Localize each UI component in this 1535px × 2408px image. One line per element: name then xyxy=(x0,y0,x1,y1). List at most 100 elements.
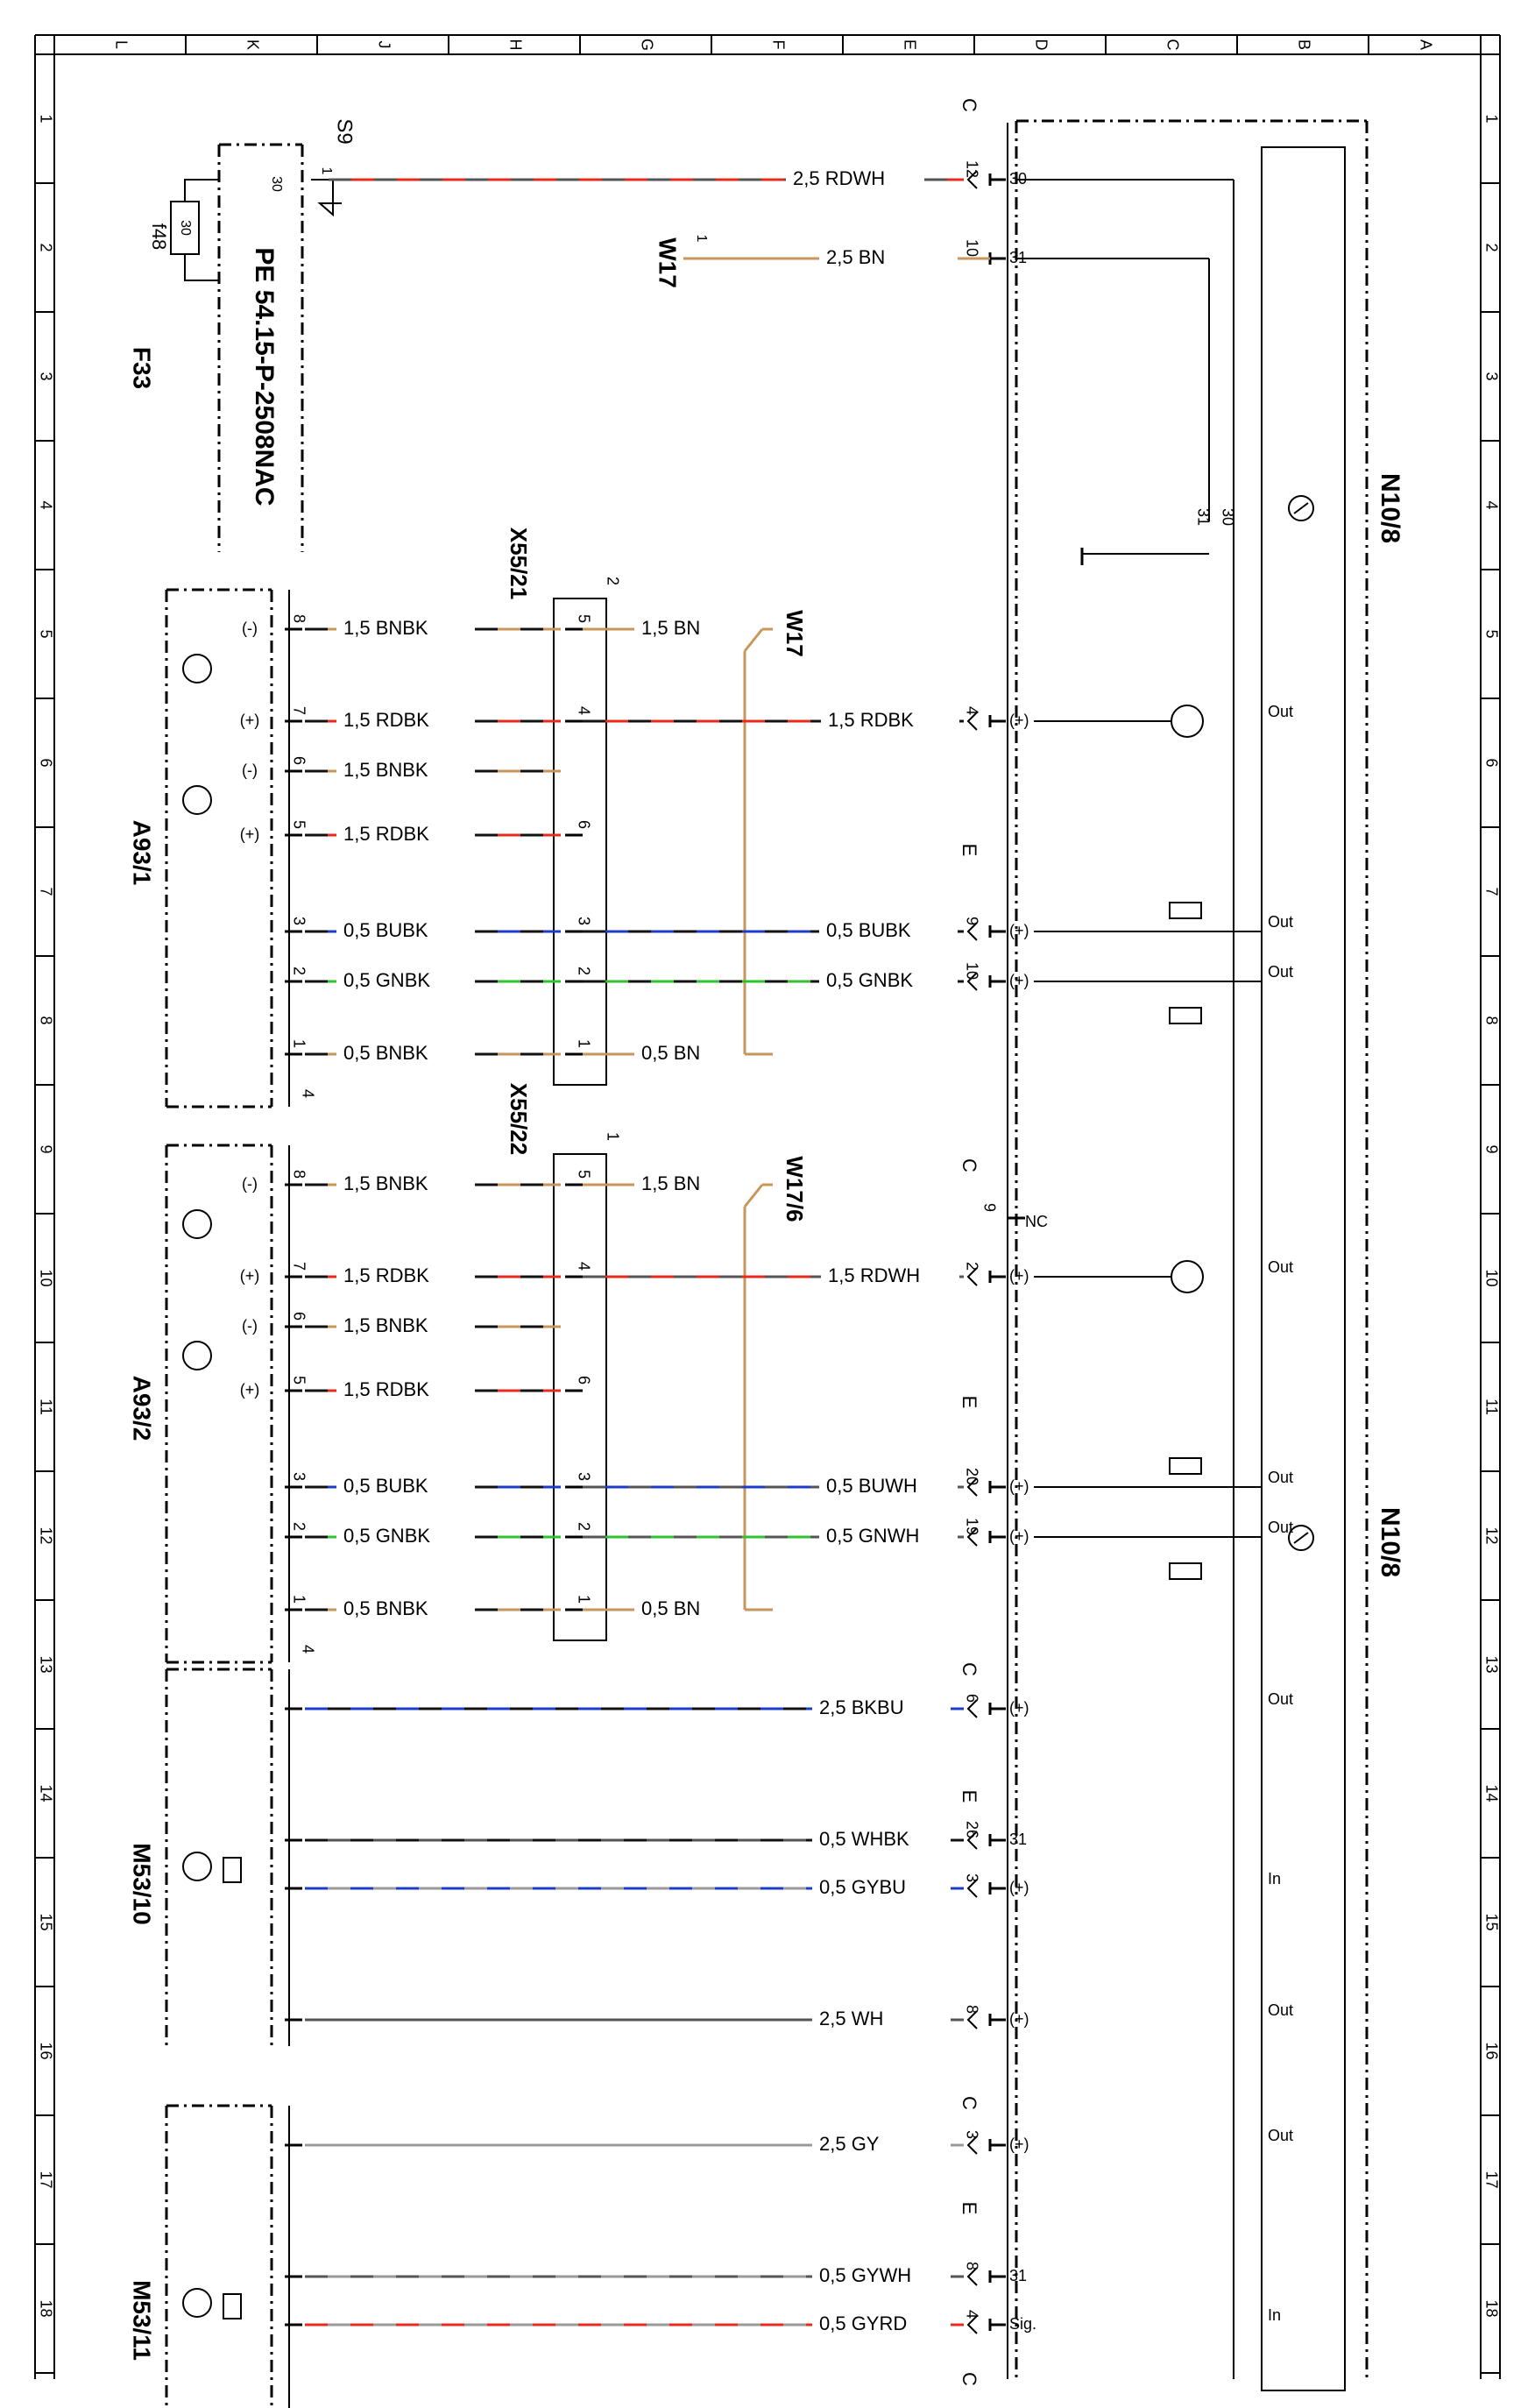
output-label: Out xyxy=(1268,1519,1293,1536)
w17-return xyxy=(743,628,764,652)
grid-row-label: 6 xyxy=(1482,758,1500,767)
output-label: In xyxy=(1268,2306,1281,2324)
x55-connector xyxy=(553,1153,607,1641)
pin-number: 26 xyxy=(963,1821,980,1838)
grid-row-label: 4 xyxy=(37,500,54,509)
wire-arrow xyxy=(966,712,978,731)
grid-row-label: 12 xyxy=(1482,1526,1500,1544)
f33-feed xyxy=(184,179,219,202)
wires xyxy=(305,178,990,2327)
terminal-label: 30 xyxy=(1009,170,1027,188)
polarity-label: (+) xyxy=(240,1267,260,1285)
grid-col-label: D xyxy=(1032,39,1050,51)
terminal-label: Sig. xyxy=(1009,2315,1036,2333)
polarity-label: (+) xyxy=(240,712,260,729)
output-label: Out xyxy=(1268,703,1293,720)
pin-number: 3 xyxy=(575,917,592,925)
pin-number: 6 xyxy=(290,756,308,765)
terminal-label: (+) xyxy=(1009,712,1029,729)
grid-row-label: 18 xyxy=(37,2299,54,2317)
grid-row-label: 9 xyxy=(1482,1144,1500,1153)
pin-number: 10 xyxy=(963,962,980,980)
connector-letter: E xyxy=(958,844,980,857)
grid-row-label: 17 xyxy=(37,2171,54,2188)
pin-number: 9 xyxy=(963,917,980,925)
motor-symbol xyxy=(182,1852,212,1881)
w17-return xyxy=(743,1184,764,1208)
grid-row-label: 3 xyxy=(37,372,54,380)
grid-row-label: 13 xyxy=(37,1655,54,1673)
ground-symbol xyxy=(1288,495,1314,521)
terminal-label: (+) xyxy=(1009,1267,1029,1285)
x55-label: X55/22 xyxy=(506,1083,532,1155)
wire-arrow xyxy=(966,170,978,189)
grid-col-label: G xyxy=(638,39,655,51)
polarity-label: (-) xyxy=(242,1175,258,1193)
pin-number: 8 xyxy=(963,2262,980,2270)
resistor xyxy=(1169,1562,1202,1580)
polarity-label: (-) xyxy=(242,1317,258,1335)
pin-number: 6 xyxy=(290,1312,308,1321)
wire-label: 1,5 RDBK xyxy=(343,709,429,731)
wire-label: 0,5 BUBK xyxy=(343,1475,428,1497)
transistor-symbol xyxy=(1171,705,1204,738)
grid-row-label: 14 xyxy=(37,1784,54,1802)
wire-label: 1,5 RDBK xyxy=(343,1378,429,1400)
bus-label: 30 xyxy=(1219,508,1236,526)
wire-label: 2,5 BN xyxy=(826,246,885,268)
pin-number: 3 xyxy=(290,1472,308,1481)
pin-number: 9 xyxy=(980,1203,998,1212)
grid-row-label: 10 xyxy=(1482,1269,1500,1286)
w17-label: W17/6 xyxy=(782,1156,808,1222)
wire-label: 0,5 GNWH xyxy=(826,1525,919,1547)
components xyxy=(165,119,1369,2408)
connector-letter: C xyxy=(958,2372,980,2386)
polarity-label: (-) xyxy=(242,620,258,637)
pin-number: 1 xyxy=(575,1595,592,1604)
grid-row-label: 7 xyxy=(37,887,54,896)
output-label: Out xyxy=(1268,1690,1293,1708)
motor-symbol xyxy=(182,2288,212,2318)
fuse-value: 30 xyxy=(178,220,193,236)
m53-label: M53/11 xyxy=(129,2280,156,2361)
grid-row-label: 2 xyxy=(1482,243,1500,251)
wire-label: 1,5 BNBK xyxy=(343,1172,428,1194)
pin-number: 5 xyxy=(575,1170,592,1179)
x55-label: X55/21 xyxy=(506,528,532,599)
pin-number: 3 xyxy=(963,1873,980,1882)
pin-number: 5 xyxy=(290,820,308,829)
pin-number: 2 xyxy=(575,967,592,975)
m53-label: M53/10 xyxy=(129,1843,156,1924)
n10-internal-bus xyxy=(1261,146,1346,2391)
wire-arrow xyxy=(966,922,978,941)
wire-label: 1,5 RDBK xyxy=(343,823,429,845)
pin-number: 4 xyxy=(575,706,592,715)
grid-row-label: 12 xyxy=(37,1526,54,1544)
grid-col-label: H xyxy=(506,39,524,51)
wire-arrow xyxy=(966,2267,978,2286)
terminal-label: 31 xyxy=(1009,2267,1027,2284)
grid-row-label: 1 xyxy=(37,114,54,123)
pin-label: 4 xyxy=(299,1089,316,1098)
motor-symbol xyxy=(182,1209,212,1239)
pin-number: 12 xyxy=(963,160,980,178)
wire-label: 0,5 WHBK xyxy=(819,1828,909,1850)
wire-label: 2,5 GY xyxy=(819,2133,880,2155)
grid-col-label: A xyxy=(1417,39,1434,50)
grid-row-label: 10 xyxy=(37,1269,54,1286)
wire-label: 2,5 WH xyxy=(819,2008,883,2029)
pin-number: 1 xyxy=(290,1039,308,1048)
connector-letter: C xyxy=(958,2096,980,2110)
terminal-label: (+) xyxy=(1009,1699,1029,1717)
pin-number: 7 xyxy=(290,1262,308,1271)
wire-label: 0,5 GNBK xyxy=(343,969,430,991)
a93-label: A93/1 xyxy=(129,820,156,886)
wire-label: 1,5 RDWH xyxy=(828,1264,920,1286)
pin-number: 2 xyxy=(290,1522,308,1531)
grid-row-label: 11 xyxy=(37,1399,54,1415)
output-label: Out xyxy=(1268,2001,1293,2019)
wire-arrow xyxy=(966,1267,978,1286)
pin-number: 1 xyxy=(290,1595,308,1604)
pin-number: 2 xyxy=(290,967,308,975)
terminal-label: (+) xyxy=(1009,1527,1029,1545)
